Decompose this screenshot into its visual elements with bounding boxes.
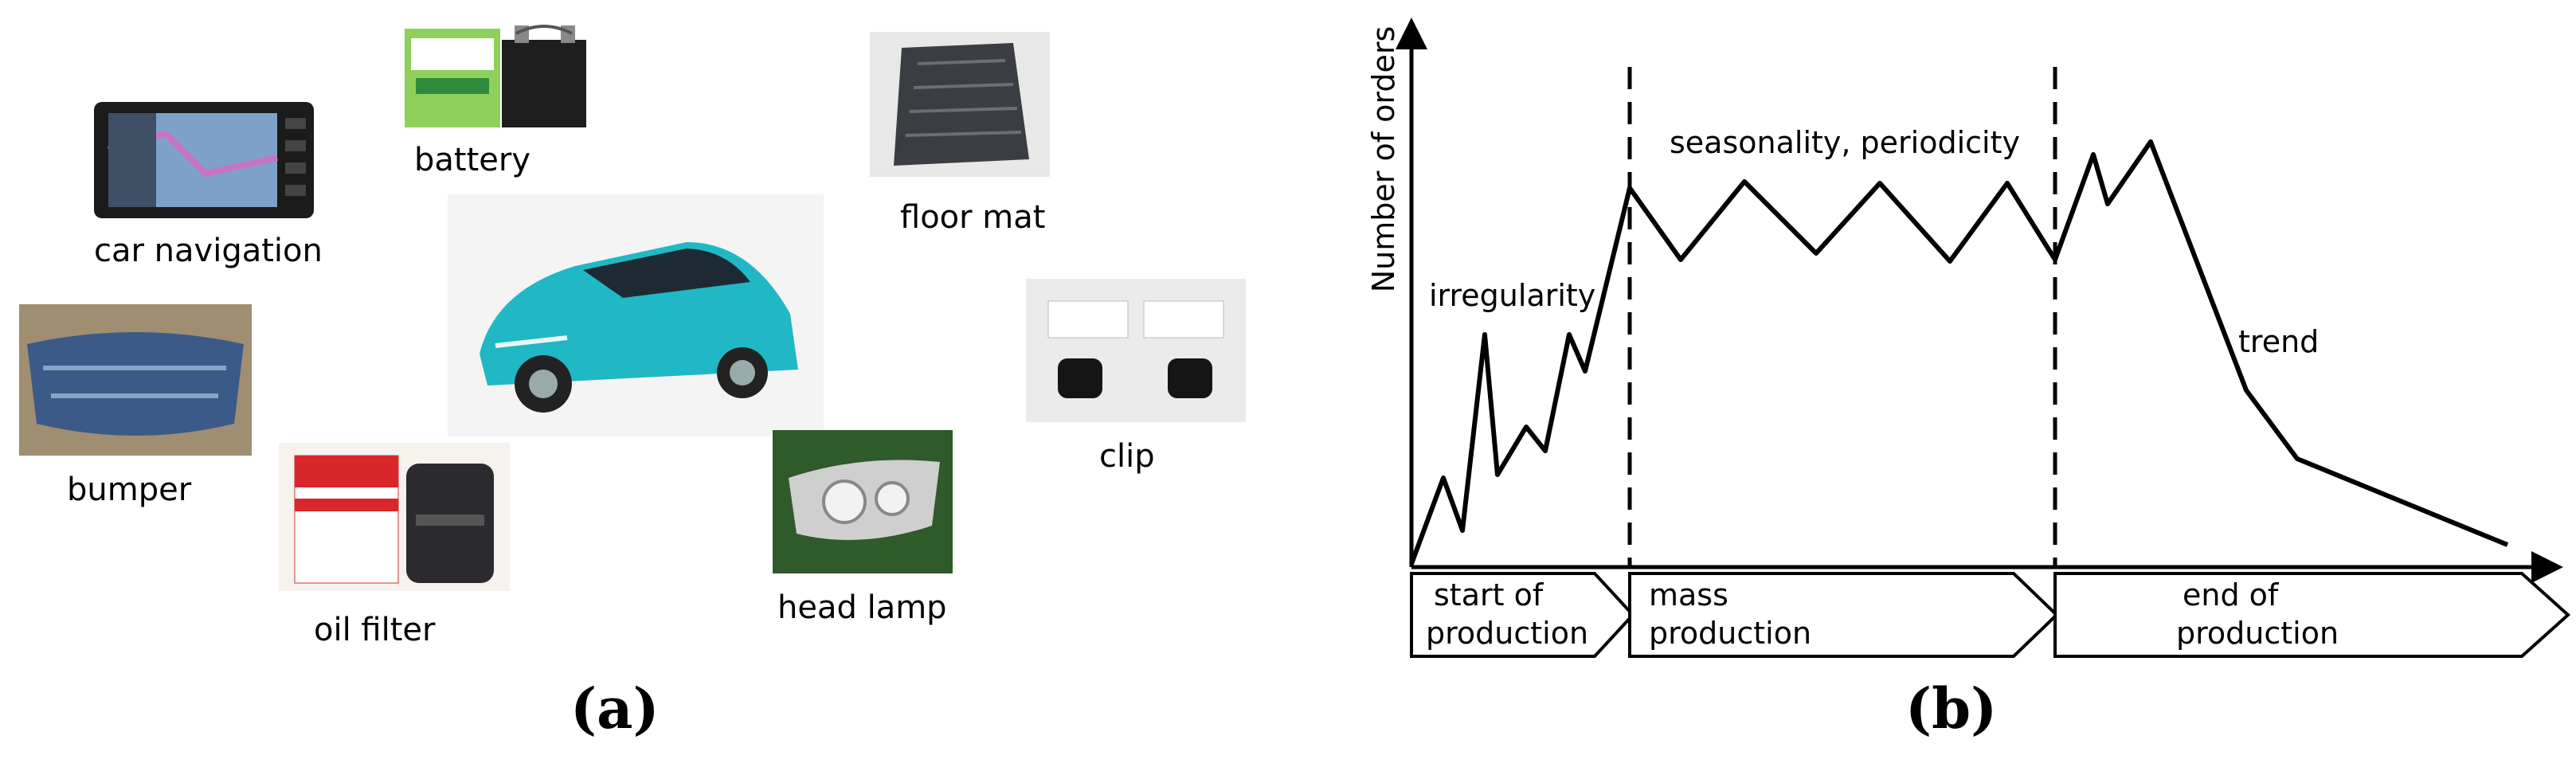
phase-mass-line2: production xyxy=(1649,616,1811,651)
phase-start-line2: production xyxy=(1426,616,1588,651)
label-battery: battery xyxy=(414,142,530,178)
car-photo xyxy=(448,194,824,436)
lifecycle-svg: Number of orders irregularity seasonalit… xyxy=(1366,18,2570,658)
annotation-irregularity: irregularity xyxy=(1429,278,1595,313)
floor-mat-photo xyxy=(870,32,1050,177)
bumper-photo xyxy=(19,304,252,456)
panel-b-label: (b) xyxy=(1905,675,1998,742)
orders-curve xyxy=(1409,139,2509,566)
phase-arrow-mass xyxy=(1628,572,2059,658)
annotation-seasonality: seasonality, periodicity xyxy=(1670,125,2020,160)
annotation-trend: trend xyxy=(2238,324,2319,359)
oil-filter-photo xyxy=(279,443,510,591)
phase-arrow-start xyxy=(1410,572,1635,658)
panel-a-parts-collage: car navigation battery floor mat clip xyxy=(19,25,1246,742)
clip-photo xyxy=(1026,279,1246,422)
battery-photo xyxy=(405,25,586,127)
label-car-navigation: car navigation xyxy=(94,233,323,269)
phase-end-line1: end of xyxy=(2183,577,2280,612)
label-oil-filter: oil filter xyxy=(314,612,436,648)
label-head-lamp: head lamp xyxy=(777,589,947,626)
label-clip: clip xyxy=(1099,438,1155,475)
y-axis-label: Number of orders xyxy=(1366,26,1401,293)
panel-b-lifecycle-diagram: Number of orders irregularity seasonalit… xyxy=(1306,0,2576,771)
phase-arrow-end xyxy=(2053,572,2570,658)
car-navigation-photo xyxy=(94,102,314,218)
phase-mass-line1: mass xyxy=(1649,577,1728,612)
panel-a-label: (a) xyxy=(570,675,660,742)
phase-end-line2: production xyxy=(2176,616,2339,651)
phase-start-line1: start of xyxy=(1434,577,1544,612)
label-floor-mat: floor mat xyxy=(900,199,1046,236)
label-bumper: bumper xyxy=(67,472,192,508)
head-lamp-photo xyxy=(773,430,953,573)
